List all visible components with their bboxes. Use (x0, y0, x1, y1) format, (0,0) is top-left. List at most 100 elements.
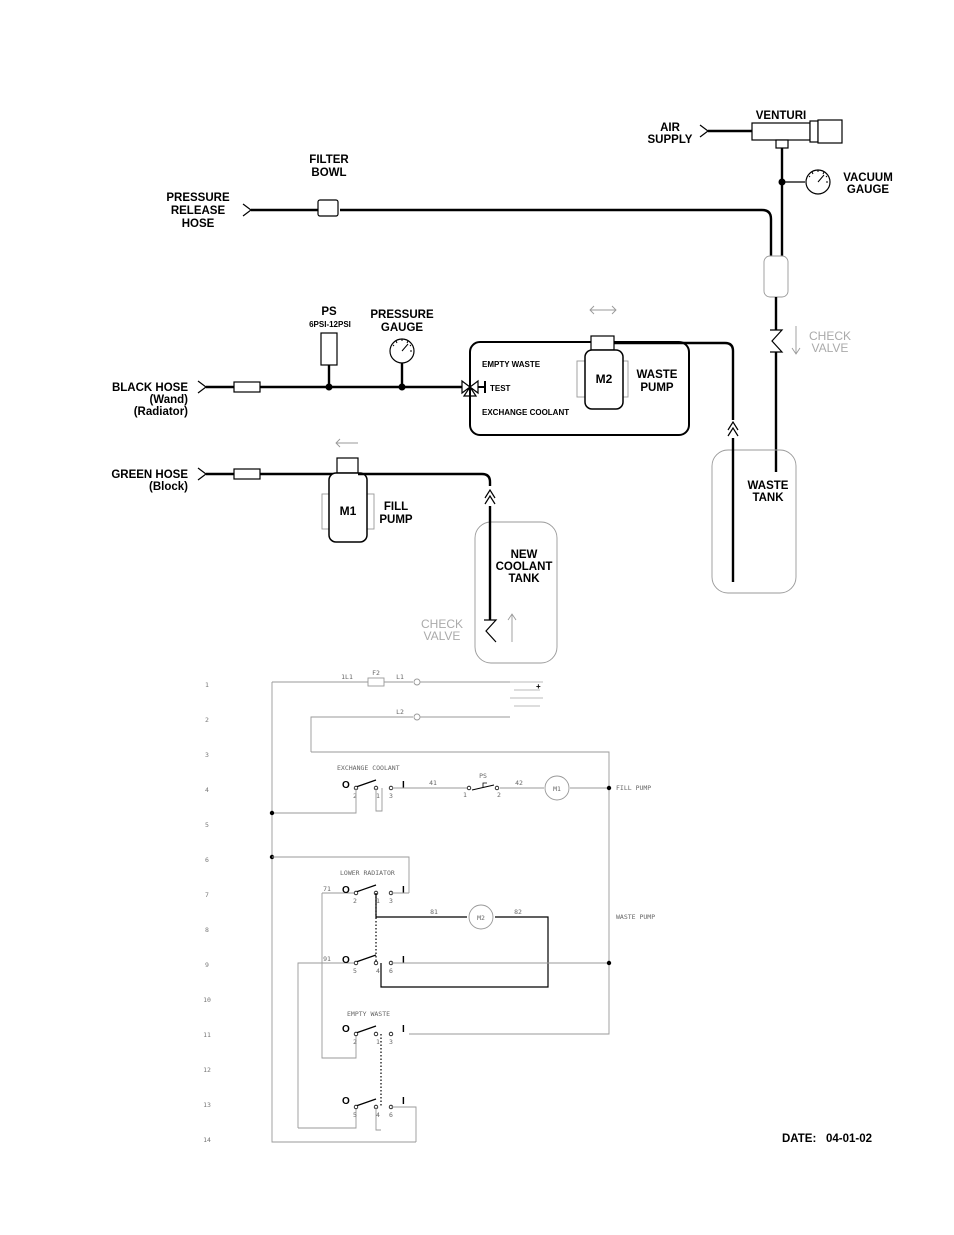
waste-pump-label: WASTE PUMP (637, 369, 678, 394)
svg-text:VALVE: VALVE (812, 341, 849, 355)
empty-waste-switch-b-icon (353, 1098, 394, 1110)
svg-text:HOSE: HOSE (182, 218, 215, 230)
svg-text:(Wand): (Wand) (149, 394, 188, 406)
battery-icon: + (510, 681, 543, 707)
venturi-silencer (817, 119, 843, 144)
svg-text:CHECK: CHECK (421, 617, 463, 631)
sw2-i: I (402, 885, 405, 896)
svg-text:+: + (536, 682, 541, 691)
ps-t1: 1 (463, 791, 467, 799)
svg-text:2: 2 (205, 716, 209, 724)
svg-text:TANK: TANK (752, 492, 784, 504)
node-5 (269, 810, 275, 816)
svg-text:WASTE: WASTE (637, 369, 678, 381)
t3-6: 6 (389, 967, 393, 975)
motor-m2-icon: M2 (468, 904, 494, 930)
waste-pump-outlet-line (614, 341, 735, 420)
t1-3: 3 (389, 792, 393, 800)
sw3-o: O (342, 955, 350, 966)
waste-pump-rung-label: WASTE PUMP (616, 913, 655, 921)
svg-text:PUMP: PUMP (640, 382, 674, 394)
empty-waste-switch-a-icon (353, 1025, 394, 1037)
terminal-l2 (413, 713, 421, 721)
svg-text:NEW: NEW (511, 549, 538, 561)
svg-text:6PSI-12PSI: 6PSI-12PSI (309, 320, 351, 329)
wire-l2: L2 (396, 708, 404, 716)
node-fill (606, 785, 612, 791)
svg-text:8: 8 (205, 926, 209, 934)
t4-1: 1 (376, 1038, 380, 1046)
svg-text:RELEASE: RELEASE (171, 205, 226, 217)
t1-1: 1 (376, 792, 380, 800)
ps-t2: 2 (497, 791, 501, 799)
svg-text:PRESSURE: PRESSURE (166, 192, 230, 204)
t4-2: 2 (353, 1038, 357, 1046)
air-supply-label: AIR SUPPLY (648, 122, 693, 146)
wire-42: 42 (515, 779, 523, 787)
check-valve-upper-label: CHECK VALVE (809, 329, 851, 355)
svg-text:(Radiator): (Radiator) (134, 406, 188, 418)
fill-pump-m1 (328, 472, 368, 543)
svg-text:13: 13 (203, 1101, 211, 1109)
vacuum-gauge-icon (805, 169, 831, 195)
m2-label: M2 (596, 372, 613, 386)
ps-contact-label: PS (479, 772, 487, 780)
fill-pump-outlet-line (358, 472, 492, 486)
t1-2: 2 (353, 792, 357, 800)
node-9 (606, 960, 612, 966)
filter-bowl (317, 199, 339, 217)
svg-text:GREEN HOSE: GREEN HOSE (111, 469, 188, 481)
waste-tank-label: WASTE TANK (748, 480, 789, 504)
svg-text:WASTE: WASTE (748, 480, 789, 492)
svg-text:DATE:: DATE: (782, 1133, 816, 1145)
sw3-i: I (402, 955, 405, 966)
left-rail (271, 682, 416, 1143)
filter-bowl-label: FILTER BOWL (309, 154, 349, 179)
t2-3: 3 (389, 897, 393, 905)
svg-text:11: 11 (203, 1031, 211, 1039)
fill-pump-label: FILL PUMP (379, 501, 413, 526)
svg-text:4: 4 (205, 786, 209, 794)
green-hose-coupling (233, 468, 261, 480)
sw5-i: I (402, 1096, 405, 1107)
rung-8 (375, 893, 549, 988)
svg-text:1: 1 (205, 681, 209, 689)
rung-9 (297, 962, 356, 1128)
t5-4: 4 (376, 1111, 380, 1119)
waste-inlet-icon (727, 420, 739, 437)
t3-5: 5 (353, 967, 357, 975)
exchange-coolant-switch-label: EXCHANGE COOLANT (337, 764, 400, 772)
gauge-tee-dot (398, 383, 406, 391)
flow-up-arrow-icon (507, 613, 517, 642)
m1-rotation-arrow-icon (335, 438, 358, 448)
t2-1: 1 (376, 897, 380, 905)
svg-text:5: 5 (205, 821, 209, 829)
wire-82: 82 (514, 908, 522, 916)
fuse-f2-icon (367, 677, 385, 687)
svg-text:SUPPLY: SUPPLY (648, 134, 693, 146)
motor-m1-icon: M1 (544, 775, 570, 801)
sw4-o: O (342, 1024, 350, 1035)
fill-pump-rung-label: FILL PUMP (616, 784, 651, 792)
svg-text:FILTER: FILTER (309, 154, 349, 166)
svg-text:9: 9 (205, 961, 209, 969)
t5-6: 6 (389, 1111, 393, 1119)
date-stamp: DATE: 04-01-02 (782, 1133, 872, 1145)
svg-text:PRESSURE: PRESSURE (370, 309, 434, 321)
pressure-switch-contact-icon (466, 782, 500, 791)
wire-1l1: 1L1 (341, 673, 353, 681)
svg-text:7: 7 (205, 891, 209, 899)
svg-text:COOLANT: COOLANT (496, 561, 553, 573)
wire-91: 91 (323, 955, 331, 963)
svg-text:14: 14 (203, 1136, 211, 1144)
rung-13a (298, 1107, 357, 1129)
wire-71: 71 (323, 885, 331, 893)
svg-text:GAUGE: GAUGE (847, 184, 890, 196)
ps-label: PS 6PSI-12PSI (309, 306, 351, 329)
waste-pump-m2 (584, 349, 624, 410)
new-coolant-tank (474, 521, 558, 664)
t2-2: 2 (353, 897, 357, 905)
svg-text:M1: M1 (553, 785, 561, 793)
